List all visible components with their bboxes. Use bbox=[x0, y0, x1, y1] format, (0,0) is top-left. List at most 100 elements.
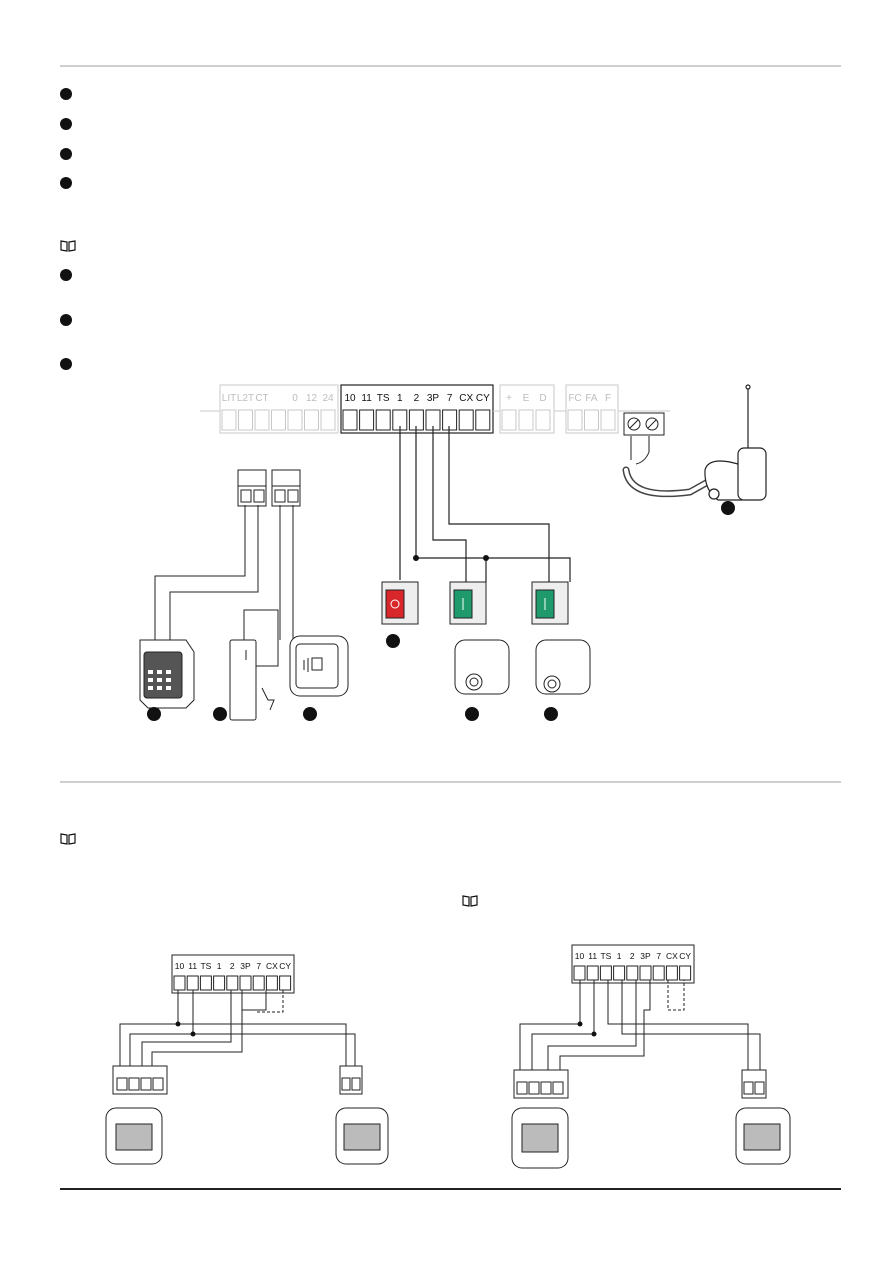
terminal-label: 3P bbox=[640, 951, 651, 961]
push-button-icon bbox=[535, 639, 591, 695]
terminal-label: 10 bbox=[344, 393, 356, 404]
callout-bullet bbox=[721, 501, 735, 515]
terminal-label: 3P bbox=[240, 961, 251, 971]
terminal-label: TS bbox=[200, 961, 211, 971]
connector-keypad bbox=[237, 469, 267, 507]
terminal-slot bbox=[199, 975, 212, 991]
terminal-slot bbox=[254, 409, 270, 431]
stop-button-icon bbox=[381, 581, 419, 625]
terminal-slot bbox=[213, 975, 226, 991]
terminal-slot bbox=[586, 965, 599, 981]
terminal-slot bbox=[271, 409, 286, 431]
terminal-label: 2 bbox=[414, 393, 420, 404]
bullet-marker bbox=[60, 148, 72, 160]
bullet-marker bbox=[60, 314, 72, 326]
terminal-label: 7 bbox=[256, 961, 261, 971]
terminal-slot bbox=[626, 965, 639, 981]
terminal-label: 11 bbox=[361, 393, 372, 404]
terminal-label: 1 bbox=[397, 393, 403, 404]
terminal-label: FC bbox=[568, 393, 581, 404]
terminal-slot bbox=[342, 409, 358, 431]
close-button-icon bbox=[531, 581, 569, 625]
bullet-marker bbox=[60, 88, 72, 100]
antenna-terminal bbox=[623, 412, 665, 436]
terminal-label: FA bbox=[585, 393, 598, 404]
terminal-slot bbox=[475, 409, 491, 431]
terminal-slot bbox=[458, 409, 474, 431]
terminal-label: 11 bbox=[588, 951, 597, 961]
terminal-slot bbox=[679, 965, 692, 981]
terminal-slot bbox=[265, 975, 278, 991]
terminal-label: CY bbox=[279, 961, 291, 971]
footer-divider bbox=[60, 1188, 841, 1190]
photocell-connector bbox=[112, 1065, 363, 1095]
terminal-label: CY bbox=[476, 393, 490, 404]
terminal-slot bbox=[173, 975, 186, 991]
terminal-label: 24 bbox=[322, 393, 334, 404]
section-divider bbox=[60, 781, 841, 783]
terminal-slot bbox=[584, 409, 599, 431]
open-button-icon bbox=[449, 581, 487, 625]
terminal-slot bbox=[652, 965, 665, 981]
terminal-label: TS bbox=[377, 393, 390, 404]
terminal-label: CT bbox=[255, 393, 268, 404]
terminal-slot bbox=[320, 409, 336, 431]
terminal-slot bbox=[613, 965, 626, 981]
terminal-slot bbox=[567, 409, 583, 431]
terminal-slot bbox=[279, 975, 292, 991]
terminal-slot bbox=[639, 965, 652, 981]
book-icon bbox=[462, 895, 478, 907]
bullet-marker bbox=[60, 177, 72, 189]
keypad-icon bbox=[139, 639, 195, 709]
terminal-slot bbox=[252, 975, 265, 991]
terminal-label: 7 bbox=[447, 393, 453, 404]
terminal-label: 1 bbox=[217, 961, 222, 971]
photocell-icon bbox=[511, 1107, 791, 1169]
terminal-label: 12 bbox=[306, 393, 318, 404]
book-icon bbox=[60, 240, 76, 252]
terminal-slot bbox=[599, 965, 612, 981]
grey-terminal-block-left bbox=[200, 384, 339, 434]
transponder-card-icon bbox=[229, 609, 279, 721]
terminal-slot bbox=[221, 409, 237, 431]
terminal-label: CY bbox=[679, 951, 691, 961]
terminal-label: L2T bbox=[237, 393, 254, 404]
terminal-label: 2 bbox=[630, 951, 635, 961]
terminal-label: + bbox=[506, 393, 512, 404]
bullet-marker bbox=[60, 269, 72, 281]
terminal-label: D bbox=[539, 393, 546, 404]
bullet-marker bbox=[60, 358, 72, 370]
connector-reader bbox=[271, 469, 301, 507]
push-button-icon bbox=[454, 639, 510, 695]
terminal-label: 7 bbox=[656, 951, 661, 961]
terminal-label: 0 bbox=[292, 393, 298, 404]
terminal-slot bbox=[304, 409, 319, 431]
terminal-label: 10 bbox=[175, 961, 185, 971]
terminal-label: 10 bbox=[575, 951, 585, 961]
terminal-slot bbox=[535, 409, 551, 431]
terminal-label: E bbox=[523, 393, 530, 404]
terminal-slot bbox=[501, 409, 517, 431]
terminal-label: CX bbox=[666, 951, 678, 961]
book-icon bbox=[60, 833, 76, 845]
main-terminal-block bbox=[340, 384, 494, 434]
terminal-slot bbox=[239, 975, 252, 991]
antenna-icon bbox=[704, 384, 767, 501]
terminal-slot bbox=[518, 409, 534, 431]
terminal-label: 1 bbox=[617, 951, 622, 961]
terminal-label: 11 bbox=[188, 961, 197, 971]
terminal-label: CX bbox=[266, 961, 278, 971]
terminal-slot bbox=[226, 975, 239, 991]
bullet-marker bbox=[60, 118, 72, 130]
terminal-label: 3P bbox=[427, 393, 440, 404]
terminal-slot bbox=[287, 409, 303, 431]
terminal-slot bbox=[238, 409, 253, 431]
photocell-icon bbox=[105, 1107, 389, 1165]
top-divider bbox=[60, 65, 841, 67]
terminal-label: F bbox=[605, 393, 611, 404]
terminal-label: CX bbox=[459, 393, 473, 404]
wires-main bbox=[399, 426, 571, 582]
terminal-slot bbox=[665, 965, 678, 981]
